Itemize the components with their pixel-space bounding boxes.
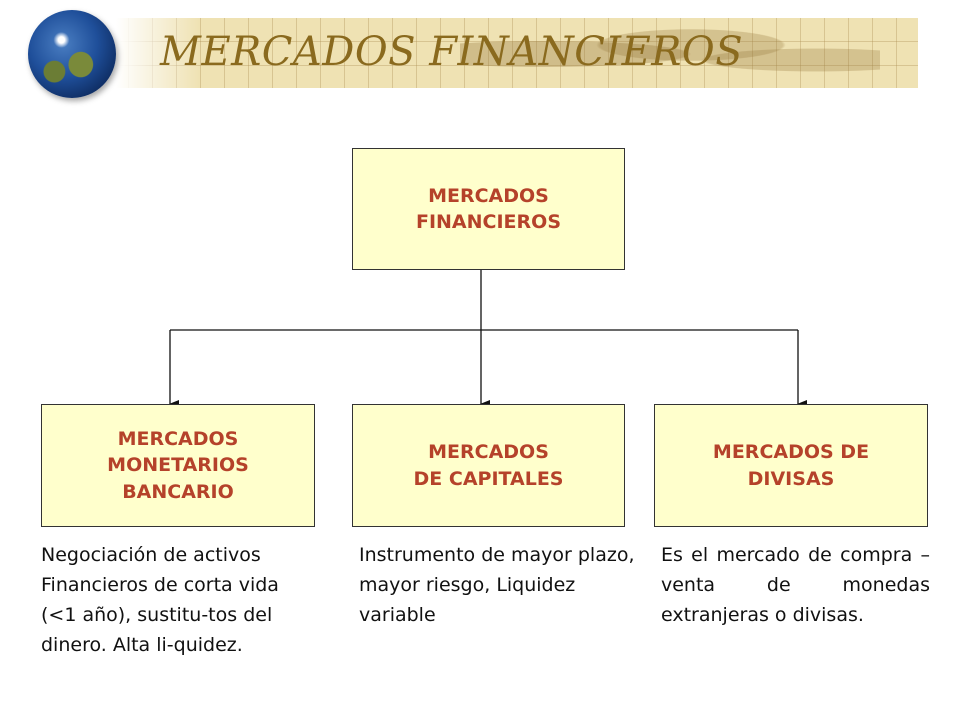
node-mercados-divisas: MERCADOS DE DIVISAS (654, 404, 928, 527)
root-node-mercados-financieros: MERCADOS FINANCIEROS (352, 148, 625, 270)
page-title: MERCADOS FINANCIEROS (160, 29, 744, 75)
description-monetarios: Negociación de activos Financieros de co… (41, 544, 279, 656)
node-capitales-label: MERCADOS DE CAPITALES (413, 441, 564, 490)
globe-icon (28, 10, 116, 98)
title-banner-map-background (80, 18, 918, 88)
node-monetarios-label: MERCADOS MONETARIOS BANCARIO (107, 428, 249, 503)
description-divisas: Es el mercado de compra – venta de moned… (661, 544, 930, 626)
node-mercados-monetarios: MERCADOS MONETARIOS BANCARIO (41, 404, 315, 527)
node-divisas-label: MERCADOS DE DIVISAS (712, 441, 870, 490)
node-mercados-capitales: MERCADOS DE CAPITALES (352, 404, 625, 527)
description-capitales: Instrumento de mayor plazo, mayor riesgo… (359, 544, 635, 626)
root-node-label: MERCADOS FINANCIEROS (415, 184, 561, 233)
